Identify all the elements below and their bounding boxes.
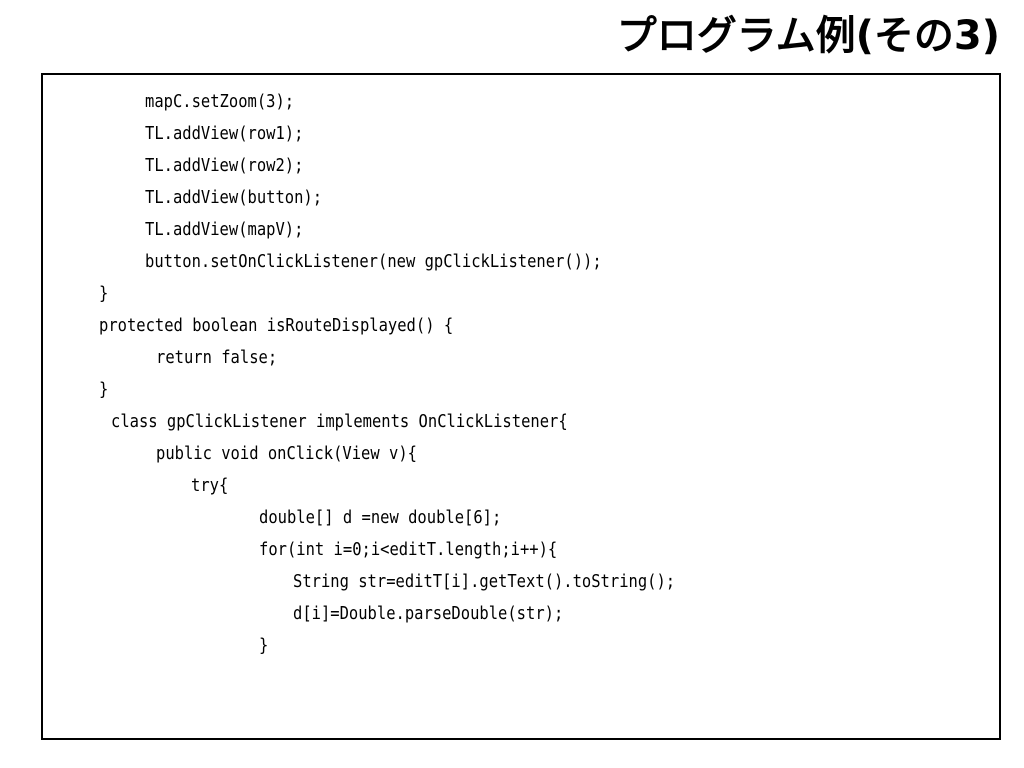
code-line: TL.addView(button); (145, 187, 323, 208)
code-line: TL.addView(row1); (145, 123, 304, 144)
code-line: protected boolean isRouteDisplayed() { (99, 315, 454, 336)
code-line: TL.addView(mapV); (145, 219, 304, 240)
code-line: } (99, 379, 109, 400)
code-line: public void onClick(View v){ (156, 443, 417, 464)
code-line: for(int i=0;i<editT.length;i++){ (259, 539, 558, 560)
code-line: button.setOnClickListener(new gpClickLis… (145, 251, 602, 272)
code-line: mapC.setZoom(3); (145, 91, 295, 112)
code-line: d[i]=Double.parseDouble(str); (293, 603, 564, 624)
code-listing: mapC.setZoom(3); TL.addView(row1); TL.addV… (43, 86, 737, 662)
code-line: try{ (191, 475, 229, 496)
slide-title: プログラム例(その3) (616, 13, 1000, 59)
code-line: } (259, 635, 269, 656)
code-line: return false; (156, 347, 278, 368)
code-line: class gpClickListener implements OnClick… (111, 411, 568, 432)
code-line: TL.addView(row2); (145, 155, 304, 176)
code-listing-box: mapC.setZoom(3); TL.addView(row1); TL.addV… (41, 73, 1001, 740)
code-line: String str=editT[i].getText().toString()… (293, 571, 676, 592)
code-line: double[] d =new double[6]; (259, 507, 502, 528)
code-line: } (99, 283, 109, 304)
